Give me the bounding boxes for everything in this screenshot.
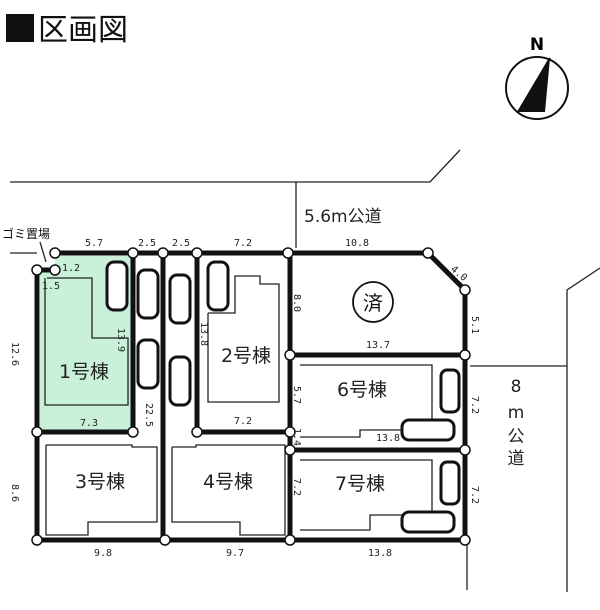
dim-label: 7.3 [80, 418, 98, 429]
dim-label: 13.9 [115, 328, 126, 352]
dim-label: 5.7 [291, 386, 302, 404]
title-square-icon [6, 14, 34, 42]
road-east-unit: m [508, 403, 525, 423]
dim-label: 13.8 [368, 548, 392, 559]
car-icon [400, 510, 456, 534]
car-icon [439, 368, 461, 414]
dim-label: 9.8 [94, 548, 112, 559]
dim-label: 5.1 [469, 316, 480, 334]
car-icon [105, 260, 129, 312]
dim-label: 7.2 [234, 238, 252, 249]
sold-mark-icon [352, 281, 394, 323]
car-icon [136, 268, 160, 320]
dim-label: 2.5 [138, 238, 156, 249]
boundary-markers [31, 247, 471, 546]
lot-4-label: 4号棟 [203, 471, 253, 493]
parking-cars [105, 260, 461, 534]
dim-label: 13.7 [366, 340, 390, 351]
dim-label: 2.5 [172, 238, 190, 249]
dim-label: 1.4 [291, 428, 302, 446]
car-icon [168, 273, 192, 325]
dim-label: 8.0 [291, 294, 302, 312]
dim-label: 13.8 [376, 433, 400, 444]
car-icon [439, 460, 461, 506]
dim-label: 7.2 [291, 478, 302, 496]
dim-label: 7.2 [469, 396, 480, 414]
dim-label: 12.6 [9, 342, 20, 366]
lot-6-label: 6号棟 [337, 379, 387, 401]
north-compass-icon: N [505, 35, 569, 120]
dim-label: 9.7 [226, 548, 244, 559]
page-title: 区画図 [38, 13, 128, 48]
lot-1-label: 1号棟 [59, 361, 109, 383]
lot-boundaries [34, 250, 468, 543]
dim-label: 7.2 [469, 486, 480, 504]
lot-2-label: 2号棟 [221, 345, 271, 367]
garbage-area-label: ゴミ置場 [2, 226, 50, 241]
road-north-label: 5.6m公道 [304, 207, 382, 227]
dim-label: 13.8 [198, 322, 209, 346]
dim-label: 7.2 [234, 416, 252, 427]
car-icon [206, 260, 230, 312]
lot-7-label: 7号棟 [335, 473, 385, 495]
dim-label: 8.6 [9, 484, 20, 502]
dim-label: 5.7 [85, 238, 103, 249]
road-east-kou: 公 [508, 427, 525, 447]
compass-north-label: N [530, 35, 544, 55]
dim-label: 4.0 [448, 264, 469, 284]
road-east-michi: 道 [508, 449, 525, 469]
car-icon [400, 418, 456, 442]
road-east-width: 8 [511, 377, 522, 397]
car-icon [136, 338, 160, 390]
road-lines [10, 149, 600, 592]
sold-mark: 済 [363, 291, 383, 315]
dim-label: 1.5 [42, 281, 60, 292]
dim-label: 10.8 [345, 238, 369, 249]
dim-label: 1.2 [62, 263, 80, 274]
car-icon [168, 355, 192, 407]
dim-label: 22.5 [143, 403, 154, 427]
dimension-labels: 5.7 2.5 2.5 7.2 10.8 4.0 5.1 8.0 13.7 1.… [9, 238, 480, 559]
building-outlines [44, 275, 433, 536]
lot-3-label: 3号棟 [75, 471, 125, 493]
